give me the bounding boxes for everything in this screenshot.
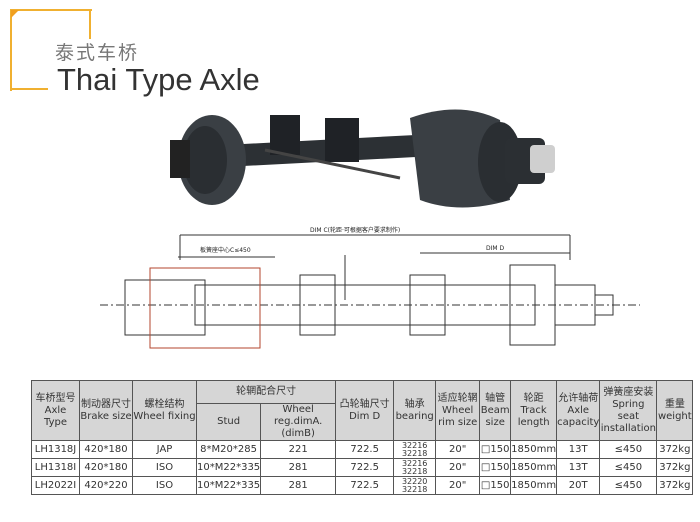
cell-dim-d: 722.5 — [335, 440, 395, 459]
cell-weight: 372kg — [656, 440, 694, 459]
cell-brake-size: 420*220 — [79, 476, 133, 495]
table-row: LH1318I 420*180 ISO 10*M22*335 281 722.5… — [31, 458, 694, 477]
dim-d-label: DIM D — [486, 245, 504, 252]
cell-stud: 8*M20*285 — [195, 440, 262, 459]
cell-dim-d: 722.5 — [335, 458, 395, 477]
cell-axle-capacity: 13T — [556, 458, 601, 477]
cell-axle-capacity: 20T — [556, 476, 601, 495]
cell-track-length: 1850mm — [510, 458, 558, 477]
cell-wheel-dim: 281 — [260, 458, 337, 477]
cell-stud: 10*M22*335 — [195, 476, 262, 495]
cell-wheel-dim: 281 — [260, 476, 337, 495]
header-stud: Stud — [195, 403, 262, 441]
cell-brake-size: 420*180 — [79, 440, 133, 459]
axle-photo — [170, 109, 555, 208]
cell-beam-size: □150 — [479, 440, 512, 459]
cell-weight: 372kg — [656, 476, 694, 495]
cell-rim-size: 20" — [435, 476, 481, 495]
table-row: LH1318J 420*180 JAP 8*M20*285 221 722.5 … — [31, 440, 694, 459]
title-frame-corner — [11, 10, 19, 18]
title-english: Thai Type Axle — [57, 62, 260, 97]
cell-spring-seat: ≤450 — [599, 440, 658, 459]
cell-axle-type: LH2022I — [31, 476, 80, 495]
spring-center-label: 板簧座中心C≤450 — [200, 246, 251, 254]
technical-drawing — [100, 234, 640, 349]
cell-stud: 10*M22*335 — [195, 458, 262, 477]
header-rim-fit: 轮辋配合尺寸 — [195, 380, 337, 404]
title-frame — [10, 9, 92, 91]
title-frame — [89, 9, 91, 39]
cell-beam-size: □150 — [479, 476, 512, 495]
title-frame — [10, 88, 48, 90]
cell-track-length: 1850mm — [510, 476, 558, 495]
title-chinese: 泰式车桥 — [55, 42, 140, 64]
cell-rim-size: 20" — [435, 440, 481, 459]
cell-weight: 372kg — [656, 458, 694, 477]
cell-wheel-dim: 221 — [260, 440, 337, 459]
cell-beam-size: □150 — [479, 458, 512, 477]
cell-dim-d: 722.5 — [335, 476, 395, 495]
cell-track-length: 1850mm — [510, 440, 558, 459]
cell-axle-capacity: 13T — [556, 440, 601, 459]
cell-brake-size: 420*180 — [79, 458, 133, 477]
cell-rim-size: 20" — [435, 458, 481, 477]
cell-spring-seat: ≤450 — [599, 476, 658, 495]
cell-wheel-fixing: ISO — [132, 476, 197, 495]
axle-illustration: DIM C(轮距·可根据客户要求制作) 板簧座中心C≤450 DIM D — [100, 109, 640, 349]
dim-c-label: DIM C(轮距·可根据客户要求制作) — [310, 226, 400, 234]
table-row: LH2022I 420*220 ISO 10*M22*335 281 722.5… — [31, 476, 694, 495]
cell-spring-seat: ≤450 — [599, 458, 658, 477]
cell-axle-type: LH1318I — [31, 458, 80, 477]
cell-wheel-fixing: ISO — [132, 458, 197, 477]
cell-axle-type: LH1318J — [31, 440, 80, 459]
cell-wheel-fixing: JAP — [132, 440, 197, 459]
